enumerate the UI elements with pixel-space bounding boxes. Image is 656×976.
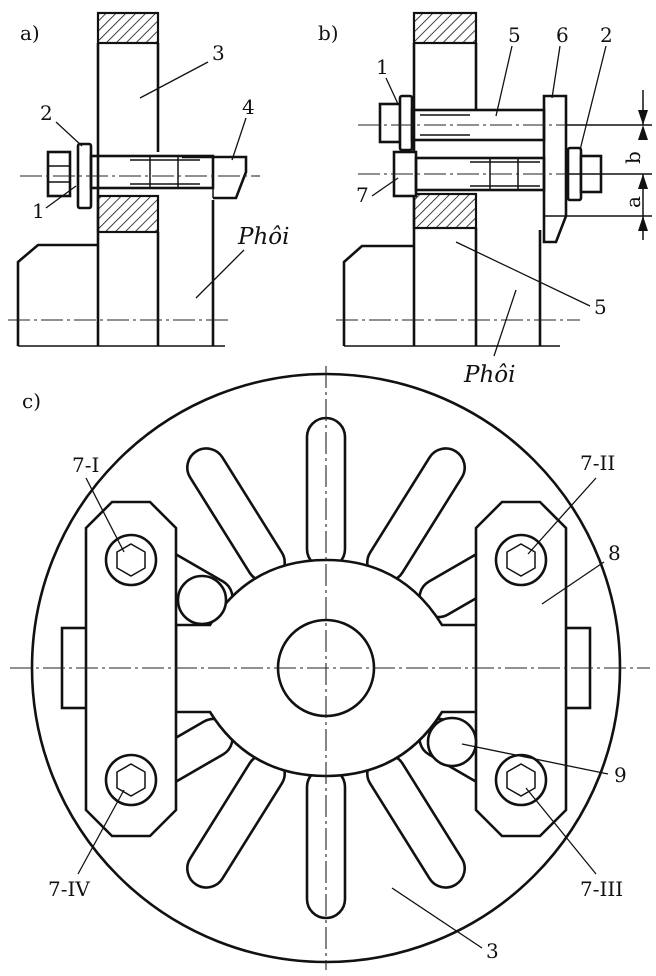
view-b-label: b) bbox=[318, 21, 339, 45]
view-a-bolt-thread bbox=[130, 156, 200, 188]
view-a: a) 2 1 3 4 Phôi bbox=[8, 11, 290, 347]
stop-pin-lower bbox=[426, 716, 478, 768]
view-a-part-2: 2 bbox=[40, 101, 53, 125]
view-c: c) bbox=[10, 366, 650, 970]
view-b-dim-extensions bbox=[544, 124, 652, 217]
view-b-part-5-bottom: 5 bbox=[594, 295, 607, 319]
view-a-part-4: 4 bbox=[242, 95, 255, 119]
leader-7-III bbox=[525, 787, 597, 875]
label-8: 8 bbox=[608, 541, 621, 565]
label-7-IV: 7-IV bbox=[48, 877, 90, 901]
bolt-7-III bbox=[494, 753, 548, 807]
view-b-leader-phoi bbox=[493, 289, 517, 357]
bolt-7-I bbox=[104, 533, 158, 587]
view-a-part-1: 1 bbox=[32, 199, 45, 223]
view-b-leader-1 bbox=[385, 77, 399, 105]
view-b-nut-1 bbox=[378, 102, 402, 144]
view-a-plate-body bbox=[96, 43, 160, 346]
view-a-leader-4 bbox=[231, 117, 247, 161]
view-b: b) b a 1 5 6 2 bbox=[318, 11, 652, 388]
view-b-leader-5-bottom bbox=[455, 241, 591, 307]
view-b-lower-thread bbox=[470, 158, 540, 190]
leader-7-II bbox=[527, 477, 597, 555]
clamp-bar-left bbox=[84, 500, 178, 838]
view-b-dim-arrows bbox=[638, 110, 648, 231]
view-b-part-5-top: 5 bbox=[508, 23, 521, 47]
leader-9 bbox=[461, 743, 609, 775]
view-a-leader-3 bbox=[139, 61, 209, 99]
label-3: 3 bbox=[486, 939, 499, 963]
leader-3 bbox=[391, 887, 483, 949]
view-a-part-3: 3 bbox=[212, 41, 225, 65]
leader-7-I bbox=[85, 477, 125, 553]
leader-7-IV bbox=[77, 789, 125, 875]
view-a-nut bbox=[46, 150, 72, 198]
view-a-clamp-4 bbox=[182, 155, 248, 200]
stop-pin-upper bbox=[176, 574, 228, 626]
view-a-label: a) bbox=[20, 21, 40, 45]
view-a-leader-phoi bbox=[195, 249, 245, 299]
view-a-plate-section-bottom bbox=[96, 194, 160, 234]
view-b-leader-2 bbox=[579, 45, 607, 151]
view-a-leader-2 bbox=[55, 121, 83, 147]
view-b-dim-a: a bbox=[621, 196, 645, 208]
view-b-dim-b: b bbox=[621, 151, 645, 164]
view-b-part-6: 6 bbox=[556, 23, 569, 47]
view-b-upper-thread bbox=[420, 114, 470, 136]
view-b-leader-5-top bbox=[495, 45, 513, 117]
view-b-plate-section-bottom bbox=[412, 192, 478, 230]
label-7-I: 7-I bbox=[72, 453, 99, 477]
view-b-part-7: 7 bbox=[356, 183, 369, 207]
view-a-leader-1 bbox=[45, 185, 77, 209]
label-7-III: 7-III bbox=[580, 877, 623, 901]
bolt-7-IV bbox=[104, 753, 158, 807]
view-a-phoi-label: Phôi bbox=[237, 224, 290, 250]
view-b-part-1: 1 bbox=[376, 55, 389, 79]
bolt-7-II bbox=[494, 533, 548, 587]
view-a-plate-section-top bbox=[96, 11, 160, 45]
label-7-II: 7-II bbox=[580, 451, 615, 475]
view-b-washer-1 bbox=[398, 94, 414, 152]
view-b-plate-section-top bbox=[412, 11, 478, 45]
view-b-phoi-label: Phôi bbox=[463, 362, 516, 388]
view-b-part-2: 2 bbox=[600, 23, 613, 47]
view-c-label: c) bbox=[22, 389, 41, 413]
view-b-leader-6 bbox=[551, 45, 561, 99]
view-b-clamp-6 bbox=[542, 94, 568, 244]
view-b-base-bracket bbox=[342, 244, 414, 346]
view-a-bolt-shank bbox=[89, 154, 215, 190]
view-a-nut-faces bbox=[48, 165, 70, 183]
leader-8 bbox=[541, 561, 605, 605]
view-a-base-bracket bbox=[16, 243, 98, 346]
view-b-leader-7 bbox=[371, 177, 399, 197]
view-b-workpiece-edges bbox=[474, 228, 542, 346]
clamp-bar-right bbox=[474, 500, 568, 838]
label-9: 9 bbox=[614, 763, 627, 787]
